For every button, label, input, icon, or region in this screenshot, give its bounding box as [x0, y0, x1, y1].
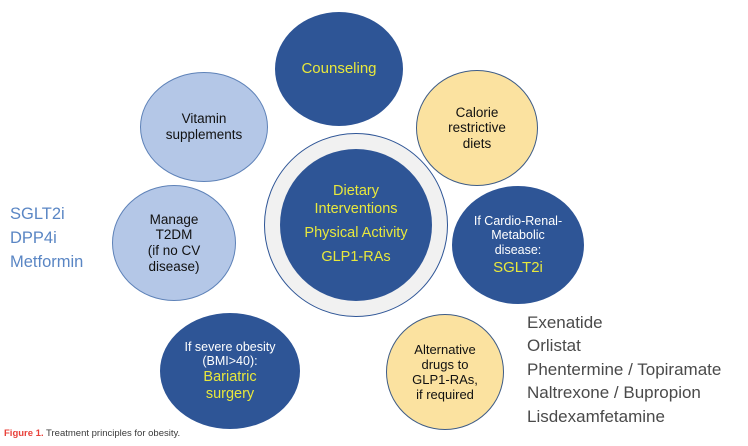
core-line-4: GLP1-RAs — [321, 249, 391, 266]
bubble-alternative-drugs: Alternative drugs to GLP1-RAs, if requir… — [386, 314, 504, 430]
right-drug-list: Exenatide Orlistat Phentermine / Topiram… — [527, 311, 721, 428]
bubble-alternative-drugs-line-4: if required — [416, 387, 474, 403]
bubble-alternative-drugs-line-1: Alternative — [414, 341, 476, 357]
right-drug-list-item-3: Naltrexone / Bupropion — [527, 383, 701, 403]
left-drug-list-item-0: SGLT2i — [10, 205, 65, 223]
bubble-manage-t2dm-line-4: disease) — [148, 258, 200, 274]
bubble-vitamin-line-1: Vitamin — [181, 111, 227, 127]
bubble-calorie-line-2: restrictive — [448, 120, 506, 136]
bubble-cardio-renal-line-2: Metabolic — [491, 228, 545, 243]
bubble-calorie-line-3: diets — [462, 135, 492, 151]
bubble-cardio-renal-highlight: SGLT2i — [493, 259, 543, 277]
bubble-manage-t2dm-line-1: Manage — [149, 211, 199, 227]
bubble-calorie-restrictive-diets: Calorie restrictive diets — [416, 70, 538, 186]
left-drug-list-item-1: DPP4i — [10, 228, 57, 247]
bubble-alternative-drugs-line-2: drugs to — [421, 356, 469, 372]
bubble-bariatric-surgery: If severe obesity (BMI>40): Bariatric su… — [160, 313, 300, 429]
bubble-bariatric-highlight-2: surgery — [205, 385, 255, 402]
core-line-1: Dietary — [333, 183, 379, 200]
right-drug-list-item-2: Phentermine / Topiramate — [527, 359, 722, 379]
figure-caption-label: Figure 1. — [4, 428, 44, 439]
right-drug-list-item-0: Exenatide — [527, 313, 603, 332]
bubble-cardio-renal-line-3: disease: — [494, 242, 542, 257]
bubble-bariatric-line-1: If severe obesity — [184, 339, 276, 354]
bubble-cardio-renal-line-1: If Cardio-Renal- — [473, 213, 563, 228]
figure-caption: Figure 1. Treatment principles for obesi… — [4, 428, 180, 439]
bubble-cardio-renal-metabolic: If Cardio-Renal- Metabolic disease: SGLT… — [452, 186, 584, 304]
core-inner-circle: Dietary Interventions Physical Activity … — [280, 149, 432, 301]
bubble-manage-t2dm-line-2: T2DM — [155, 227, 193, 243]
core-circle-group: Dietary Interventions Physical Activity … — [264, 133, 448, 317]
right-drug-list-item-4: Lisdexamfetamine — [527, 406, 665, 426]
core-line-3: Physical Activity — [304, 225, 408, 241]
bubble-alternative-drugs-line-3: GLP1-RAs, — [412, 372, 478, 387]
bubble-manage-t2dm: Manage T2DM (if no CV disease) — [112, 185, 236, 301]
bubble-vitamin-line-2: supplements — [165, 127, 243, 142]
right-drug-list-item-1: Orlistat — [527, 336, 581, 356]
bubble-calorie-line-1: Calorie — [455, 104, 499, 120]
bubble-counseling: Counseling — [275, 12, 403, 126]
core-line-2: Interventions — [314, 200, 398, 217]
figure-caption-text: Treatment principles for obesity. — [43, 428, 181, 439]
left-drug-list-item-2: Metformin — [10, 252, 84, 271]
bubble-counseling-line-1: Counseling — [301, 60, 377, 78]
bubble-bariatric-highlight-1: Bariatric — [203, 368, 257, 385]
bubble-vitamin-supplements: Vitamin supplements — [140, 72, 268, 182]
bubble-manage-t2dm-line-3: (if no CV — [147, 243, 201, 258]
bubble-bariatric-line-2: (BMI>40): — [202, 354, 258, 369]
left-drug-list: SGLT2i DPP4i Metformin — [10, 203, 83, 275]
